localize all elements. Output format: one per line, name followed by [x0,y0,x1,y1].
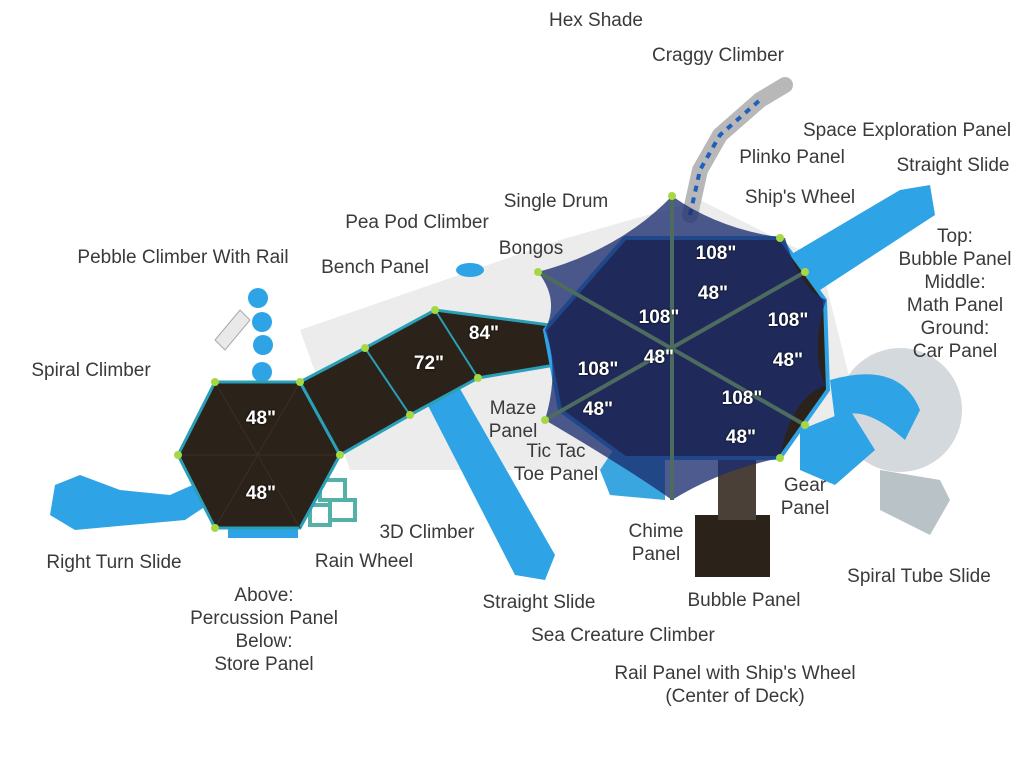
label-line: Below: [235,631,293,652]
spiral-tube-exit [880,470,950,535]
label-pea-pod-climber: Pea Pod Climber [345,212,489,233]
label-maze-panel: Maze Panel [489,397,538,443]
label-line: Math Panel [906,295,1004,316]
label-sea-creature-climber: Sea Creature Climber [531,625,715,646]
pebble-climber [248,288,273,382]
shade-poles [537,196,806,500]
deck-height: 48" [245,408,277,429]
label-line: Rail Panel with Ship's Wheel [614,663,856,684]
label-line: Percussion Panel [190,608,338,629]
straight-slide-bottom [420,380,555,580]
label-bench-panel: Bench Panel [321,257,429,278]
deck-height: 84" [468,323,500,344]
label-tic-tac-toe: Tic Tac Toe Panel [514,440,599,486]
label-spiral-tube-slide: Spiral Tube Slide [847,566,991,587]
label-pebble-climber: Pebble Climber With Rail [77,247,289,268]
label-line: Toe Panel [513,464,599,485]
pea-pod-climber [456,263,484,277]
label-line: Maze [489,398,537,419]
right-turn-slide [50,475,215,530]
label-space-exploration-panel: Space Exploration Panel [802,120,1012,141]
label-rain-wheel: Rain Wheel [314,551,414,572]
label-line: Panel [631,544,681,565]
spiral-slide-hood [800,410,875,485]
posts [174,192,809,532]
deck-height: 108" [638,307,680,328]
label-line: Above: [234,585,294,606]
deck-height: 48" [245,483,277,504]
label-hex-shade: Hex Shade [548,10,644,31]
label-straight-slide-top: Straight Slide [896,155,1010,176]
spiral-tube-entry [830,374,920,440]
label-percussion-store: Above: Percussion Panel Below: Store Pan… [190,584,338,676]
deck-height: 108" [695,243,737,264]
deck-height: 108" [767,310,809,331]
label-line: Middle: [924,272,986,293]
label-line: Panel [488,421,538,442]
bubble-panel-deck [695,515,770,577]
label-right-turn-slide: Right Turn Slide [46,552,182,573]
label-line: Top: [937,226,973,247]
label-bubble-panel: Bubble Panel [687,590,801,611]
hex-shade [538,196,826,500]
label-craggy-climber: Craggy Climber [652,45,784,66]
straight-slide-top [790,185,935,290]
label-plinko-panel: Plinko Panel [739,147,845,168]
deck-height: 48" [772,350,804,371]
label-line: Gear [783,475,827,496]
label-line: Car Panel [912,341,998,362]
label-bongos: Bongos [498,238,564,259]
label-straight-slide-bottom: Straight Slide [482,592,596,613]
deck-height: 48" [582,399,614,420]
craggy-holds [688,98,762,216]
label-right-panels: Top: Bubble Panel Middle: Math Panel Gro… [898,225,1011,363]
ramp-edge [434,309,479,379]
label-line: (Center of Deck) [665,686,805,707]
label-ships-wheel: Ship's Wheel [744,187,856,208]
deck-height: 48" [697,283,729,304]
label-chime-panel: Chime Panel [629,520,684,566]
3d-climber [308,478,357,527]
label-single-drum: Single Drum [503,191,609,212]
label-line: Panel [780,498,830,519]
label-line: Tic Tac [526,441,586,462]
label-line: Store Panel [214,654,314,675]
deck-height: 108" [721,388,763,409]
deck-height: 108" [577,359,619,380]
label-spiral-climber: Spiral Climber [31,360,151,381]
label-rail-panel: Rail Panel with Ship's Wheel (Center of … [614,662,855,708]
label-line: Bubble Panel [898,249,1012,270]
label-line: Chime [628,521,684,542]
label-gear-panel: Gear Panel [781,474,830,520]
deck-height: 48" [725,427,757,448]
deck-height: 48" [643,347,675,368]
rail [214,309,251,351]
deck-height: 72" [413,353,445,374]
label-3d-climber: 3D Climber [379,522,475,543]
ramp-edge [364,347,411,416]
label-line: Ground: [920,318,990,339]
